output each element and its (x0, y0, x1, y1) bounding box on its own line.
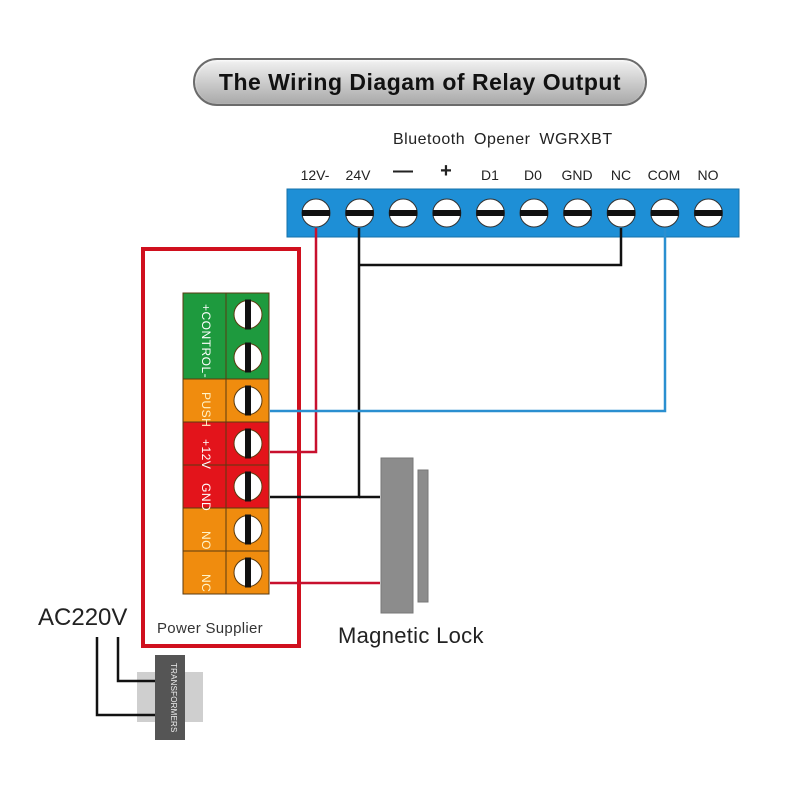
module-screw-slot (389, 210, 418, 216)
module-screw-slot (607, 210, 636, 216)
terminal-label-d1: D1 (481, 167, 499, 183)
module-screw-slot (520, 210, 548, 216)
module-screws (301, 198, 723, 228)
ps-block-left (182, 421, 227, 466)
power-supplier-box (141, 247, 301, 648)
module-screw-slot (345, 210, 374, 216)
diagram-title: The Wiring Diagam of Relay Output (218, 68, 622, 95)
transformer-label: TRANSFORMERS (169, 663, 178, 733)
wire-24v-to-psgnd (270, 228, 361, 499)
terminal-label-com: COM (647, 167, 681, 183)
ps-label-push: PUSH (199, 392, 213, 428)
module-screw-slot (694, 210, 723, 216)
title-banner: The Wiring Diagam of Relay Output (193, 58, 647, 106)
wire-12v-to-ps12v (270, 228, 318, 454)
terminal-label-d0: D0 (524, 167, 542, 183)
power-supplier-terminals (182, 292, 270, 595)
wire-com-to-push (270, 228, 667, 413)
terminal-label-gnd: GND (561, 167, 593, 183)
terminal-label-12v-minus: 12V- (300, 167, 330, 183)
ps-label-gnd: GND (199, 482, 213, 512)
module-screw-slot (432, 210, 461, 216)
ps-label-no: NO (199, 530, 213, 550)
ps-screw-slot (245, 342, 251, 373)
terminal-label-nc: NC (610, 167, 632, 183)
ps-block-left (182, 378, 227, 423)
transformer-body (155, 655, 185, 740)
ac-input-label: AC220V (38, 604, 128, 631)
module-title: Bluetooth Opener WGRXBT (393, 131, 613, 148)
magnetic-lock-label: Magnetic Lock (338, 623, 484, 648)
module-screw-slot (563, 210, 592, 216)
ps-screw-slot (245, 514, 251, 545)
terminal-label-no: NO (697, 167, 719, 183)
ps-screw-slot (245, 471, 251, 502)
ps-screw-slot (245, 299, 251, 330)
ps-block-left (182, 464, 227, 509)
ps-block-left (182, 507, 227, 552)
terminal-label-plus: + (440, 160, 452, 182)
ps-label-12v: +12V (199, 438, 213, 470)
module-screw-slot (302, 210, 330, 216)
ps-label-control: +CONTROL- (199, 303, 213, 379)
ps-screw-slot (245, 557, 251, 588)
module-screw-slot (650, 210, 679, 216)
module-screw-slot (476, 210, 505, 216)
wire-ac-2 (116, 637, 155, 683)
terminal-label-24v: 24V (345, 167, 371, 183)
ps-block-left (182, 550, 227, 595)
ps-label-nc: NC (199, 573, 213, 593)
magnetic-lock-armature (417, 469, 429, 603)
ps-screw-slot (245, 428, 251, 459)
wire-ac-1 (95, 637, 155, 717)
ps-block-left (182, 292, 227, 380)
ps-screw-slot (245, 385, 251, 416)
magnetic-lock-body (380, 457, 414, 614)
terminal-label-minus: — (393, 160, 413, 182)
power-supplier-label: Power Supplier (157, 620, 263, 637)
wire-nc-to-24v (359, 228, 623, 267)
